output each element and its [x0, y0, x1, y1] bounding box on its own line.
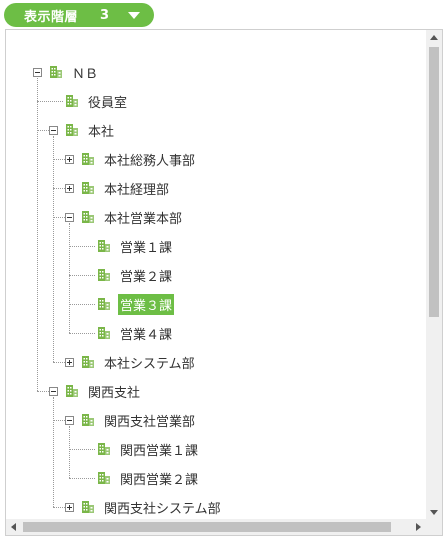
display-level-label: 表示階層 [24, 9, 79, 25]
tree-connector [69, 246, 95, 247]
building-icon [65, 93, 79, 107]
org-tree-panel: ＮＢ 役員室本社本社総務人事部本社経理部本社営業本部営業１課営業２課営業３課営業４… [5, 29, 443, 536]
tree-node-label: ＮＢ [72, 66, 99, 82]
building-icon [65, 122, 79, 136]
building-icon [81, 180, 95, 194]
chevron-down-icon[interactable] [128, 12, 140, 19]
scroll-up-arrow[interactable] [430, 35, 438, 40]
building-icon [97, 267, 111, 281]
tree-connector [53, 159, 65, 160]
building-icon [81, 412, 95, 426]
tree-connector [53, 507, 65, 508]
tree-node[interactable]: 関西支社システム部 [102, 496, 223, 518]
tree-node[interactable]: ＮＢ [70, 61, 100, 83]
tree-node[interactable]: 関西支社 [86, 380, 142, 402]
tree-node-label: 営業１課 [120, 240, 173, 256]
scroll-left-arrow[interactable] [11, 523, 16, 531]
minus-box-icon[interactable] [65, 416, 74, 425]
tree-connector [53, 188, 65, 189]
tree-connector [69, 304, 95, 305]
tree-connector [53, 362, 65, 363]
tree-node[interactable]: 営業４課 [118, 322, 174, 344]
tree-node[interactable]: 本社総務人事部 [102, 148, 197, 170]
tree-connector [37, 78, 38, 391]
tree-node-label: 関西支社システム部 [104, 501, 221, 517]
tree-node-label: 営業３課 [118, 293, 175, 315]
tree-node-label: 本社営業本部 [104, 211, 183, 227]
tree-connector [69, 426, 70, 478]
plus-box-icon[interactable] [65, 155, 74, 164]
building-icon [81, 151, 95, 165]
tree-node-label: 本社 [88, 124, 115, 140]
tree-connector [53, 397, 54, 507]
tree-connector [53, 136, 54, 362]
tree-node-label: 本社経理部 [104, 182, 170, 198]
org-tree: ＮＢ 役員室本社本社総務人事部本社経理部本社営業本部営業１課営業２課営業３課営業４… [6, 30, 426, 520]
building-icon [97, 238, 111, 252]
plus-box-icon[interactable] [65, 184, 74, 193]
building-icon [97, 325, 111, 339]
tree-node[interactable]: 営業３課 [118, 293, 175, 315]
tree-node-label: 本社システム部 [104, 356, 195, 372]
building-icon [81, 354, 95, 368]
tree-connector [69, 333, 95, 334]
tree-node-label: 役員室 [88, 95, 128, 111]
tree-node[interactable]: 関西支社営業部 [102, 409, 197, 431]
minus-box-icon[interactable] [65, 213, 74, 222]
horizontal-scrollbar[interactable] [6, 519, 426, 535]
building-icon [81, 499, 95, 513]
minus-box-icon[interactable] [49, 126, 58, 135]
tree-connector [69, 449, 95, 450]
vertical-scroll-thumb[interactable] [429, 47, 439, 317]
horizontal-scroll-thumb[interactable] [23, 522, 391, 532]
tree-node[interactable]: 関西営業２課 [118, 467, 200, 489]
tree-node-label: 関西営業１課 [120, 443, 199, 459]
building-icon [97, 470, 111, 484]
tree-node-label: 本社総務人事部 [104, 153, 196, 169]
tree-connector [37, 391, 49, 392]
display-level-dropdown[interactable]: 表示階層 3 [4, 3, 154, 27]
tree-node-label: 関西支社営業部 [104, 414, 196, 430]
building-icon [97, 296, 111, 310]
scrollbar-corner [426, 519, 442, 535]
tree-connector [69, 223, 70, 333]
tree-connector [37, 130, 49, 131]
tree-node-label: 関西支社 [88, 385, 141, 401]
minus-box-icon[interactable] [33, 68, 42, 77]
tree-node[interactable]: 本社営業本部 [102, 206, 184, 228]
vertical-scrollbar[interactable] [426, 30, 442, 520]
plus-box-icon[interactable] [65, 503, 74, 512]
tree-connector [69, 478, 95, 479]
display-level-value: 3 [100, 7, 110, 23]
scroll-down-arrow[interactable] [430, 510, 438, 515]
minus-box-icon[interactable] [49, 387, 58, 396]
tree-connector [53, 420, 65, 421]
tree-node[interactable]: 本社 [86, 119, 116, 141]
tree-node[interactable]: 営業１課 [118, 235, 174, 257]
tree-connector [37, 101, 63, 102]
tree-node[interactable]: 営業２課 [118, 264, 174, 286]
building-icon [97, 441, 111, 455]
tree-connector [53, 217, 65, 218]
scroll-right-arrow[interactable] [416, 523, 421, 531]
building-icon [81, 209, 95, 223]
tree-node[interactable]: 役員室 [86, 90, 129, 112]
tree-node-label: 営業２課 [120, 269, 173, 285]
tree-node-label: 関西営業２課 [120, 472, 199, 488]
tree-node-label: 営業４課 [120, 327, 173, 343]
tree-connector [69, 275, 95, 276]
building-icon [65, 383, 79, 397]
tree-node[interactable]: 関西営業１課 [118, 438, 200, 460]
plus-box-icon[interactable] [65, 358, 74, 367]
building-icon [49, 64, 63, 78]
tree-node[interactable]: 本社システム部 [102, 351, 197, 373]
tree-node[interactable]: 本社経理部 [102, 177, 171, 199]
